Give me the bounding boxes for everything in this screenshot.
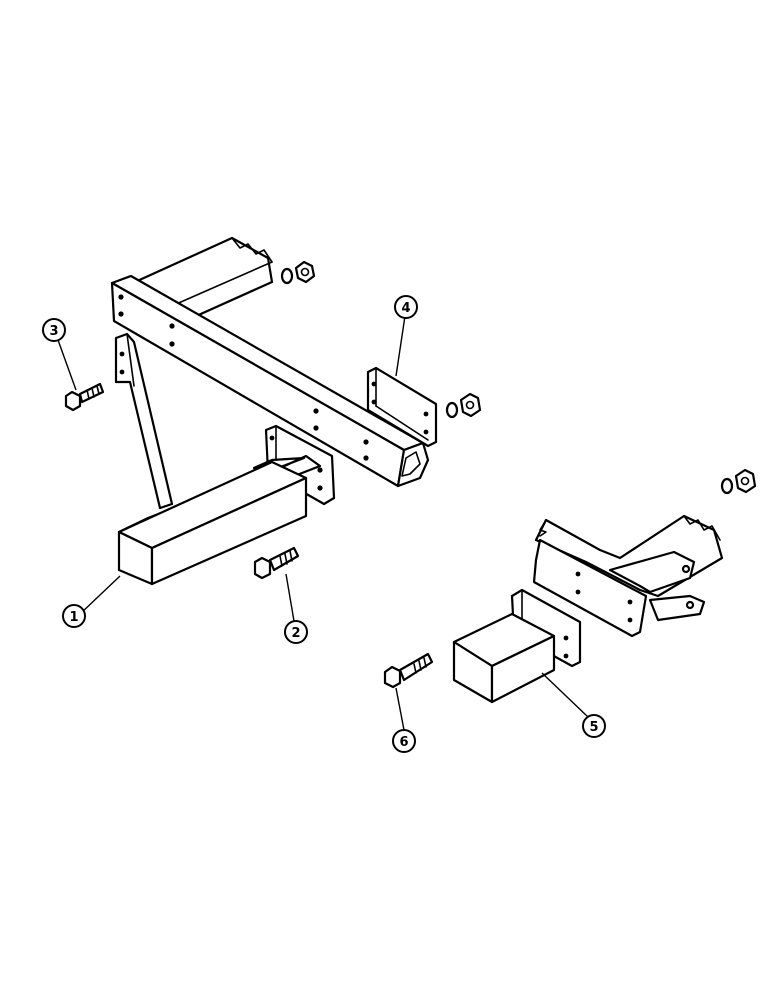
callout-4-label: 4 [401,301,410,316]
callout-5: 5 [582,714,606,738]
callout-6: 6 [392,729,416,753]
leader-lines [57,315,589,731]
part-6-bolt [383,652,434,689]
diagonal-brace [114,332,174,510]
callout-3-label: 3 [49,324,58,339]
part-5-short-tube [452,588,582,704]
washer-nut-plate [445,392,482,419]
part-1-square-tube [117,424,336,586]
callout-3: 3 [42,318,66,342]
callout-2: 2 [284,620,308,644]
callout-5-label: 5 [589,720,598,735]
callout-6-label: 6 [399,735,408,750]
part-3-bolt [64,382,105,412]
frame-lower-right [532,514,724,638]
washer-nut-lower [720,468,757,495]
callout-1: 1 [62,604,86,628]
washer-nut-upper [280,260,316,285]
callout-1-label: 1 [69,610,78,625]
part-4-plate [366,366,438,448]
callout-4: 4 [394,295,418,319]
callout-2-label: 2 [291,626,300,641]
part-2-bolt [253,546,300,580]
